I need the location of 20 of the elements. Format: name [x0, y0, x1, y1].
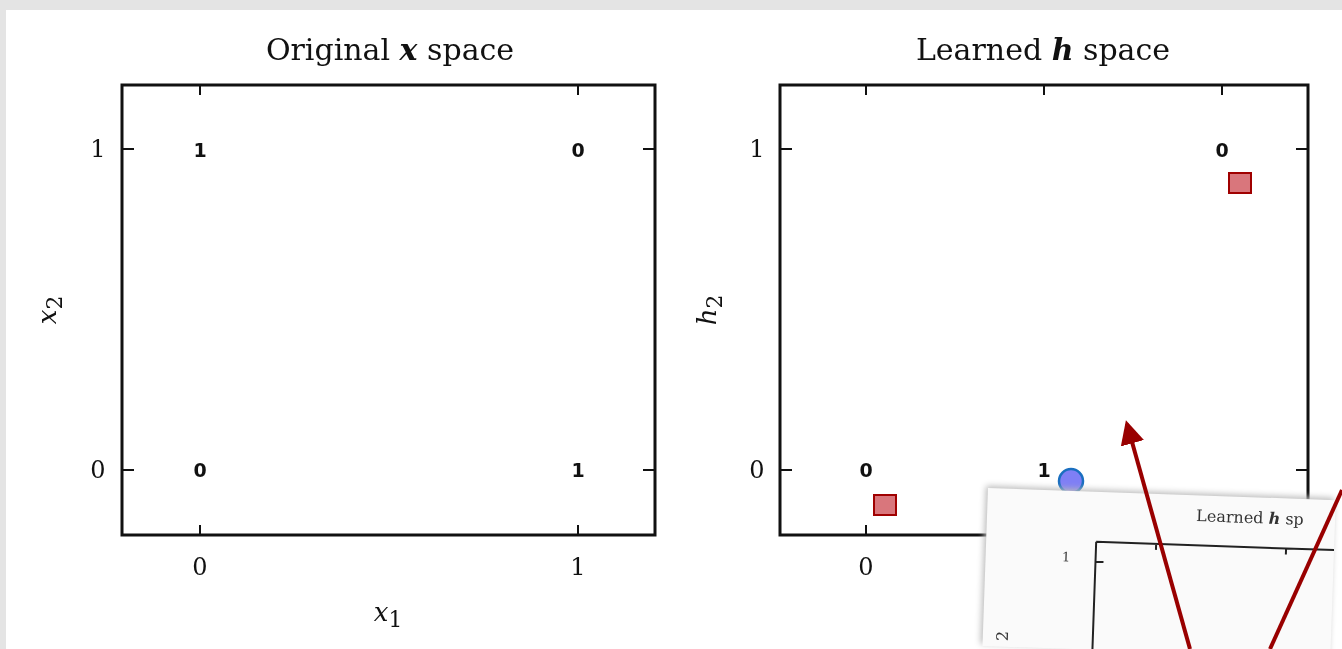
tick-label: 1: [90, 137, 106, 161]
data-point-label: 1: [193, 140, 207, 160]
tick-label: 1: [570, 555, 586, 579]
data-point-label: 0: [571, 140, 585, 160]
data-point-label: 1: [1037, 460, 1051, 480]
axis-label: x$_{1}$: [373, 599, 403, 631]
plot-title: Original x space: [265, 35, 515, 65]
inset-axis-label: 2: [994, 630, 1012, 642]
data-point-label: 0: [193, 460, 207, 480]
tick-label: 0: [192, 555, 208, 579]
plot-title: Learned h space: [915, 35, 1171, 65]
data-point-label: 0: [859, 460, 873, 480]
tick-label: 1: [749, 137, 765, 161]
data-point-label: 0: [1215, 140, 1229, 160]
data-point-label: 1: [571, 460, 585, 480]
inset-tick-label: 1: [1061, 550, 1071, 564]
inset-title: Learned h sp: [1195, 508, 1305, 528]
tick-label: 0: [858, 555, 874, 579]
tick-label: 0: [749, 458, 765, 482]
tick-label: 0: [90, 458, 106, 482]
